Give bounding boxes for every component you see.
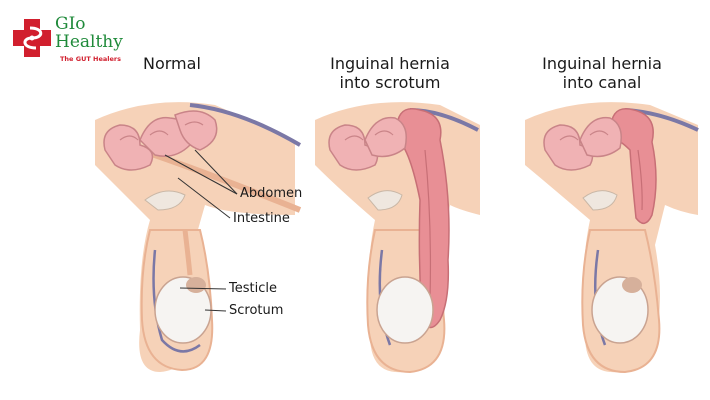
hernia-loop-canal: [611, 108, 657, 224]
panel-title-canal: Inguinal hernia into canal: [532, 54, 672, 92]
panel-normal: [95, 102, 302, 372]
medical-cross-icon: [13, 19, 51, 57]
brand-name-line1: GIo: [55, 14, 86, 34]
panel-title-scrotum-line1: Inguinal hernia: [330, 54, 450, 73]
panel-hernia-scrotum: [315, 102, 480, 374]
panel-title-normal: Normal: [143, 54, 201, 73]
panel-title-canal-line1: Inguinal hernia: [542, 54, 662, 73]
testicle-3: [591, 276, 649, 344]
panel-title-canal-line2: into canal: [562, 73, 642, 92]
label-intestine: Intestine: [233, 211, 290, 226]
panel-title-scrotum-line2: into scrotum: [339, 73, 441, 92]
testicle-2: [376, 276, 434, 344]
label-testicle: Testicle: [229, 281, 277, 296]
brand-tagline: The GUT Healers: [60, 55, 121, 63]
label-abdomen: Abdomen: [240, 186, 303, 201]
panel-hernia-canal: [525, 102, 699, 374]
panel-title-scrotum: Inguinal hernia into scrotum: [320, 54, 460, 92]
brand-logo: GIo Healthy The GUT Healers: [10, 16, 140, 64]
intestine-coils: [103, 110, 218, 171]
hernia-loop-scrotum: [397, 108, 450, 329]
brand-name-line2: Healthy: [55, 32, 123, 52]
brand-name: GIo Healthy: [55, 16, 123, 51]
label-scrotum: Scrotum: [229, 303, 284, 318]
